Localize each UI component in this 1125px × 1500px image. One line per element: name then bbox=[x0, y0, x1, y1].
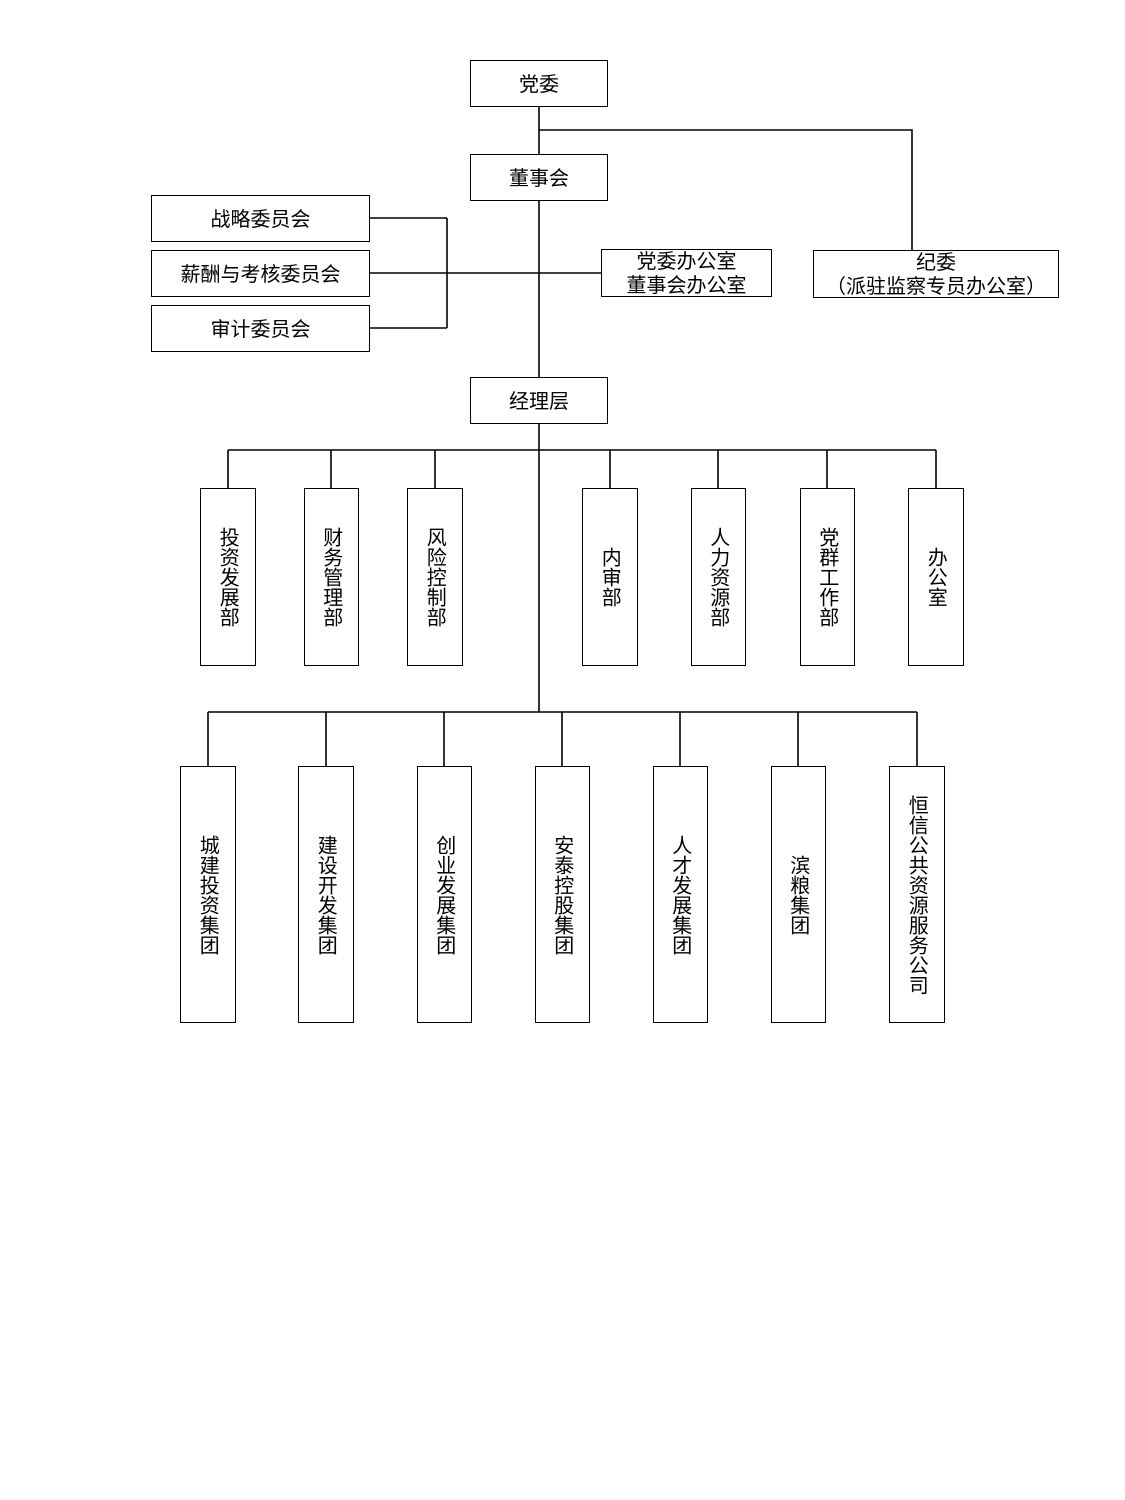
party-board-office-node: 党委办公室 董事会办公室 bbox=[601, 249, 772, 297]
department-node: 内审部 bbox=[582, 488, 638, 666]
subsidiary-label: 滨粮集团 bbox=[786, 854, 811, 935]
subsidiary-label: 城建投资集团 bbox=[196, 834, 221, 955]
department-label: 办公室 bbox=[924, 547, 949, 607]
committee-node-audit: 审计委员会 bbox=[151, 305, 370, 352]
department-label: 人力资源部 bbox=[706, 527, 731, 627]
subsidiary-label: 安泰控股集团 bbox=[550, 834, 575, 955]
subsidiary-node: 安泰控股集团 bbox=[535, 766, 590, 1023]
subsidiary-label: 人才发展集团 bbox=[668, 834, 693, 955]
committee-label: 战略委员会 bbox=[210, 206, 311, 231]
subsidiary-label: 创业发展集团 bbox=[432, 834, 457, 955]
department-label: 财务管理部 bbox=[319, 527, 344, 627]
committee-node-strategy: 战略委员会 bbox=[151, 195, 370, 242]
board-node: 董事会 bbox=[470, 154, 608, 201]
department-label: 风险控制部 bbox=[423, 527, 448, 627]
department-node: 风险控制部 bbox=[407, 488, 463, 666]
department-node: 投资发展部 bbox=[200, 488, 256, 666]
subsidiary-node: 建设开发集团 bbox=[298, 766, 354, 1023]
department-label: 投资发展部 bbox=[216, 527, 241, 627]
party-committee-label: 党委 bbox=[519, 71, 559, 96]
committee-label: 审计委员会 bbox=[210, 316, 311, 341]
board-label: 董事会 bbox=[509, 165, 569, 190]
subsidiary-node: 创业发展集团 bbox=[417, 766, 472, 1023]
discipline-node: 纪委 （派驻监察专员办公室） bbox=[813, 250, 1059, 298]
department-node: 党群工作部 bbox=[800, 488, 855, 666]
committee-node-compensation: 薪酬与考核委员会 bbox=[151, 250, 370, 297]
office-label-line1: 党委办公室 bbox=[636, 249, 737, 273]
subsidiary-node: 城建投资集团 bbox=[180, 766, 236, 1023]
committee-label: 薪酬与考核委员会 bbox=[180, 261, 341, 286]
subsidiary-node: 滨粮集团 bbox=[771, 766, 826, 1023]
subsidiary-label: 恒信公共资源服务公司 bbox=[905, 794, 930, 995]
party-committee-node: 党委 bbox=[470, 60, 608, 107]
management-node: 经理层 bbox=[470, 377, 608, 424]
discipline-connector bbox=[539, 129, 913, 250]
discipline-label-line2: （派驻监察专员办公室） bbox=[826, 274, 1046, 298]
subsidiary-label: 建设开发集团 bbox=[314, 834, 339, 955]
subsidiary-node: 人才发展集团 bbox=[653, 766, 708, 1023]
office-label-line2: 董事会办公室 bbox=[626, 273, 747, 297]
department-node: 人力资源部 bbox=[691, 488, 746, 666]
subsidiary-node: 恒信公共资源服务公司 bbox=[889, 766, 945, 1023]
department-label: 内审部 bbox=[598, 547, 623, 607]
management-label: 经理层 bbox=[509, 388, 569, 413]
department-label: 党群工作部 bbox=[815, 527, 840, 627]
department-node: 办公室 bbox=[908, 488, 964, 666]
department-node: 财务管理部 bbox=[304, 488, 359, 666]
discipline-label-line1: 纪委 bbox=[916, 250, 956, 274]
